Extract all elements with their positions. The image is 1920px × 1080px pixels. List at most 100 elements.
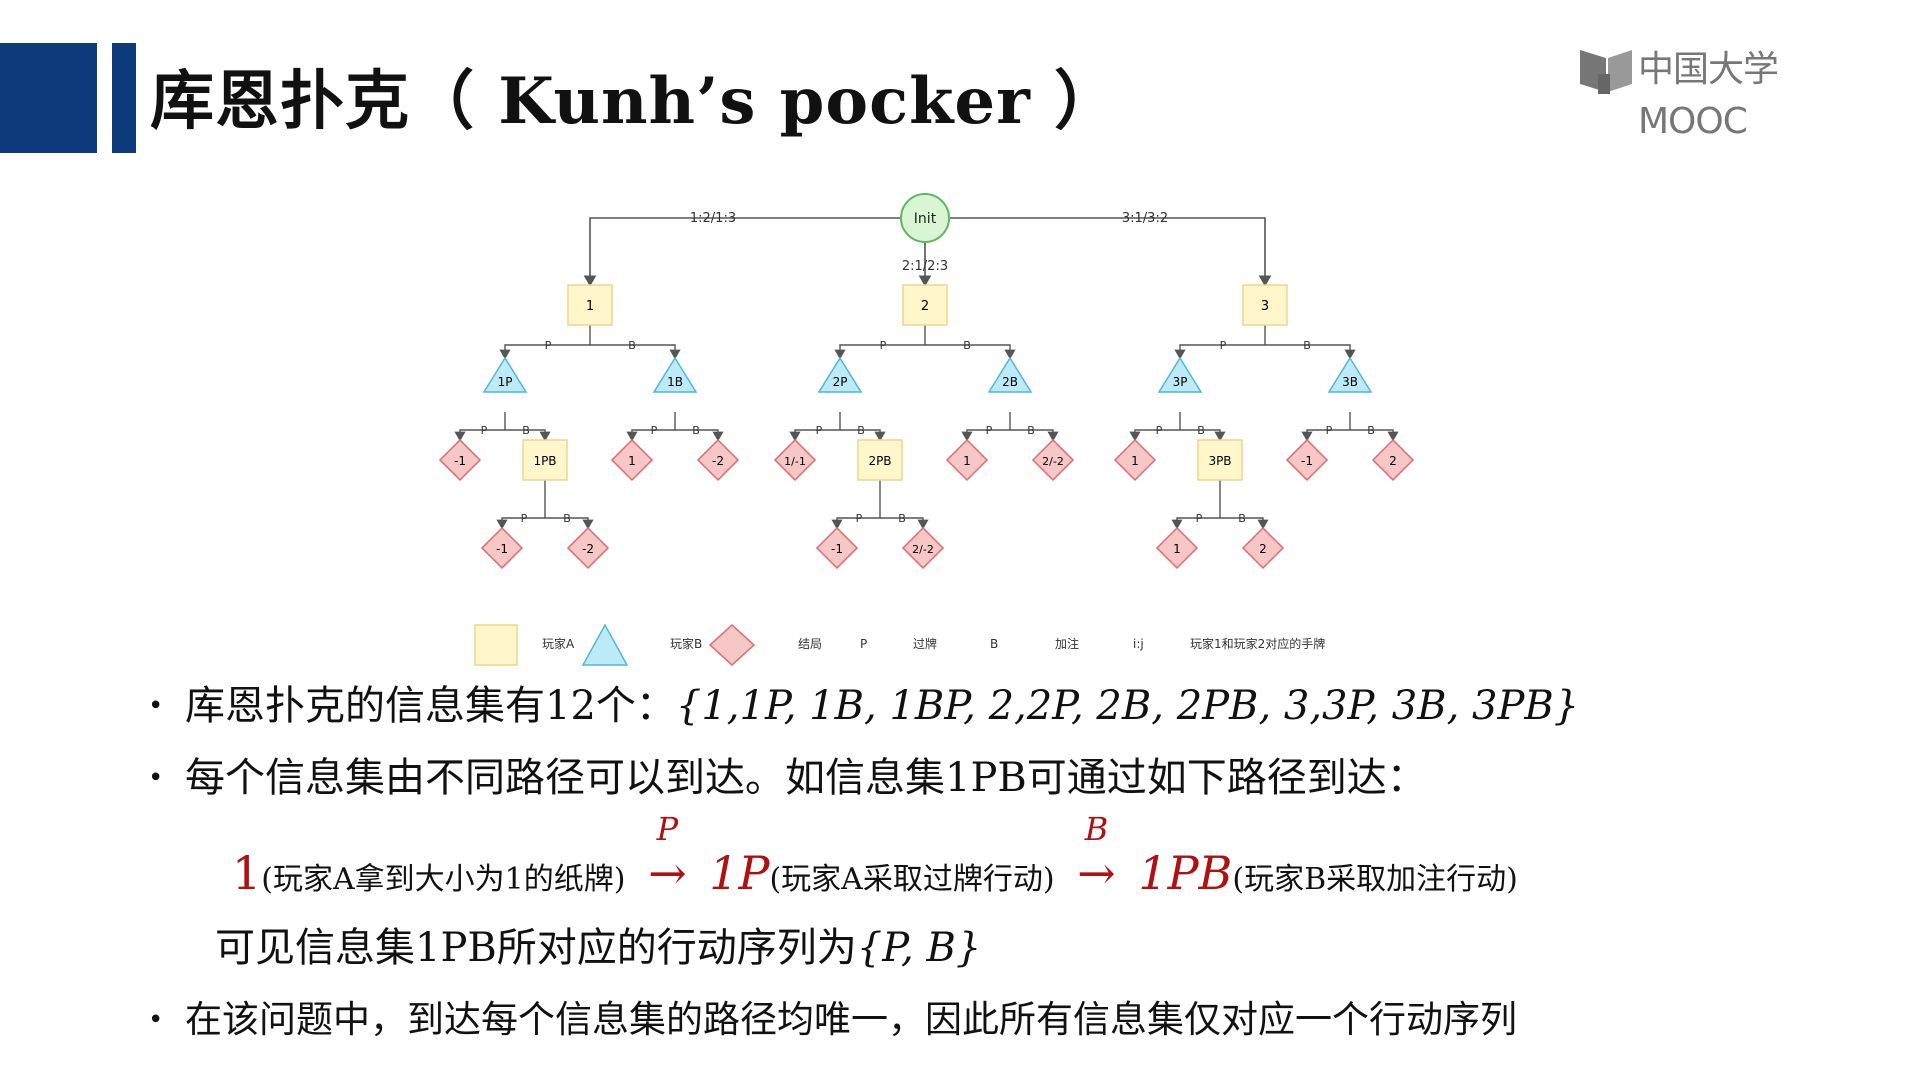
legend-p-key: P [860, 637, 867, 651]
node-label: 1P [498, 375, 513, 389]
node-label: 3B [1342, 375, 1358, 389]
node-label: 1/-1 [784, 455, 806, 468]
path-arrow-1: P→ [648, 810, 687, 901]
legend-result-label: 结局 [798, 637, 822, 651]
logo-text: 中国大学MOOC [1638, 49, 1779, 142]
action-label: P [545, 339, 552, 352]
subtree-1: P B P B P B P B 1 1P 1B -1 1PB [438, 284, 740, 570]
bullet-dot-2: • [148, 763, 164, 793]
subtree-3: P B P B P B P B 3 3P 3B 1 3PB [1113, 284, 1415, 570]
sequence-text: 可见信息集1PB所对应的行动序列为 [215, 925, 857, 971]
legend-p-desc: 过牌 [913, 637, 937, 651]
result-node: 1 [1155, 526, 1199, 570]
action-label: B [1238, 512, 1246, 525]
bullet-dot-1: • [148, 691, 164, 721]
legend: 玩家A 玩家B 结局 P 过牌 B 加注 i:j 玩家1和玩家2对应的手牌 [474, 623, 1325, 667]
node-label: 1 [628, 454, 636, 468]
node-label: 3PB [1208, 454, 1231, 468]
node-label: 2/-2 [912, 543, 934, 556]
action-label: B [628, 339, 636, 352]
legend-b-key: B [990, 637, 998, 651]
edge-label-left: 1:2/1:3 [690, 211, 736, 226]
node-label: 2/-2 [1042, 455, 1064, 468]
action-label: B [563, 512, 571, 525]
result-node: 2 [1371, 438, 1415, 482]
action-sequence-line: 可见信息集1PB所对应的行动序列为{P, B} [215, 920, 981, 976]
player-b-node: 1B [652, 356, 698, 393]
path-note-1: (玩家A拿到大小为1的纸牌) [261, 862, 626, 897]
node-label: 3P [1173, 375, 1188, 389]
node-label: 2 [1259, 542, 1267, 556]
title-accent-bar-narrow [112, 43, 136, 153]
result-node: -1 [480, 526, 524, 570]
player-a-node: 2 [902, 284, 948, 326]
action-label: B [522, 424, 530, 437]
legend-ij-desc: 玩家1和玩家2对应的手牌 [1190, 636, 1325, 651]
player-b-node: 3P [1157, 356, 1203, 393]
result-node: -1 [438, 438, 482, 482]
action-label: P [1196, 512, 1203, 525]
legend-ij-key: i:j [1133, 637, 1144, 651]
book-logo-icon [1580, 50, 1632, 94]
action-label: B [692, 424, 700, 437]
result-node: 1 [610, 438, 654, 482]
edge-label-right: 3:1/3:2 [1122, 211, 1168, 226]
path-state-3: 1PB [1138, 846, 1233, 900]
legend-player-a-label: 玩家A [542, 636, 575, 651]
node-label: 2P [833, 375, 848, 389]
result-node: 2 [1241, 526, 1285, 570]
action-label: P [1326, 424, 1333, 437]
result-node: -2 [696, 438, 740, 482]
arrow-icon: → [648, 846, 687, 900]
path-state-2: 1P [709, 846, 770, 900]
node-label: 2 [921, 299, 929, 314]
action-label: P [481, 424, 488, 437]
bullet-1-text: 库恩扑克的信息集有12个： [185, 683, 676, 729]
action-label: P [521, 512, 528, 525]
node-label: 1 [586, 299, 594, 314]
path-action-1: P [656, 810, 679, 848]
node-label: -1 [496, 542, 508, 556]
legend-player-b-swatch [581, 623, 629, 666]
action-label: B [1197, 424, 1205, 437]
title-accent-bar-wide [0, 43, 97, 153]
node-label: 1 [1131, 454, 1139, 468]
subtree-2: P B P B P B P B 2 2P 2B 1/-1 2PB [773, 284, 1075, 570]
sequence-set: {P, B} [856, 925, 982, 971]
bullet-3: 在该问题中，到达每个信息集的路径均唯一，因此所有信息集仅对应一个行动序列 [185, 998, 1517, 1041]
action-label: P [1156, 424, 1163, 437]
arrow-icon: → [1077, 846, 1116, 900]
legend-result-swatch [708, 623, 756, 667]
action-label: B [857, 424, 865, 437]
bullet-2: 每个信息集由不同路径可以到达。如信息集1PB可通过如下路径到达： [185, 755, 1427, 801]
game-tree-diagram: 1:2/1:3 2:1/2:3 3:1/3:2 Init P B P B P B… [438, 193, 1415, 667]
node-label: 3 [1261, 299, 1269, 314]
bullet-1: 库恩扑克的信息集有12个：{1,1P, 1B, 1BP, 2,2P, 2B, 2… [185, 678, 1579, 734]
player-b-node: 3B [1327, 356, 1373, 393]
result-node: 1 [1113, 438, 1157, 482]
node-label: 2PB [868, 454, 891, 468]
player-b-node: 2B [987, 356, 1033, 393]
legend-player-a-swatch [474, 624, 518, 666]
slide-title: 库恩扑克（ Kunh’s pocker ） [150, 64, 1120, 139]
action-label: P [856, 512, 863, 525]
action-label: P [651, 424, 658, 437]
node-label: -2 [712, 454, 724, 468]
player-a-node: 3PB [1197, 439, 1243, 481]
node-label: 1 [963, 454, 971, 468]
root-node: Init [900, 193, 950, 243]
root-edges [583, 217, 1272, 287]
node-label: 1B [667, 375, 683, 389]
result-node: -1 [1285, 438, 1329, 482]
info-set-list: {1,1P, 1B, 1BP, 2,2P, 2B, 2PB, 3,3P, 3B,… [675, 683, 1580, 729]
bullet-dot-3: • [148, 1005, 164, 1035]
path-note-3: (玩家B采取加注行动) [1232, 862, 1518, 897]
result-node: 2/-2 [1031, 438, 1075, 482]
action-label: B [898, 512, 906, 525]
node-label: -2 [582, 542, 594, 556]
action-label: B [1367, 424, 1375, 437]
result-node: -1 [815, 526, 859, 570]
root-node-label: Init [914, 211, 937, 227]
node-label: -1 [831, 542, 843, 556]
action-label: B [1303, 339, 1311, 352]
